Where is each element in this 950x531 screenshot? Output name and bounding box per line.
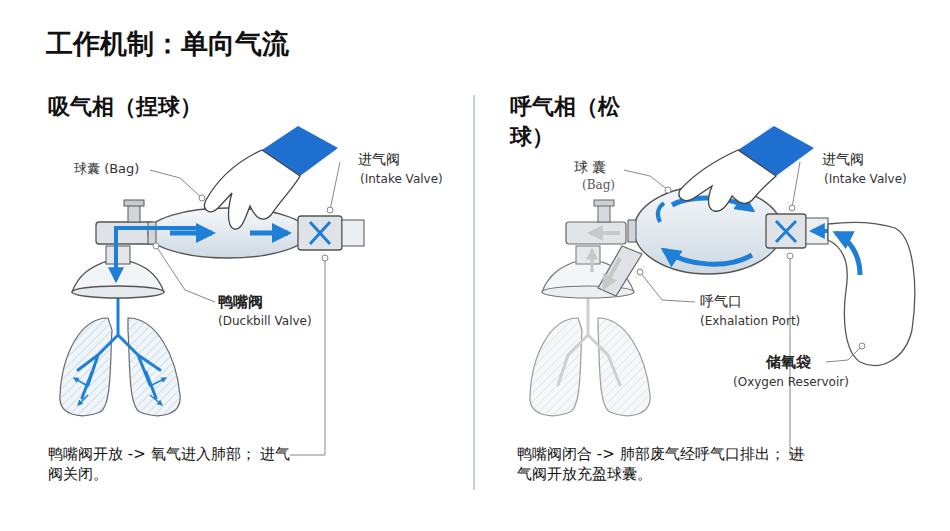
part-label: 鸭嘴阀 <box>218 292 263 312</box>
part-label: 球 囊 <box>574 158 606 177</box>
part-label: 球囊 (Bag) <box>74 160 139 178</box>
part-label-en: (Oxygen Reservoir) <box>733 374 849 390</box>
part-label: 呼气口 <box>700 292 742 311</box>
note-text: 鸭嘴阀闭合 -> 肺部废气经呼气口排出； 进气阀开放充盈球囊。 <box>517 444 809 485</box>
part-label: 进气阀 <box>358 150 400 169</box>
part-label-en: (Bag) <box>582 177 615 193</box>
part-label-en: (Intake Valve) <box>360 171 443 187</box>
exhalation-illustration <box>530 126 915 455</box>
divider <box>473 95 475 490</box>
part-label: 进气阀 <box>822 150 864 169</box>
panel-heading: 呼气相（松 球） <box>510 92 632 151</box>
inhalation-illustration <box>60 126 364 455</box>
note-text: 鸭嘴阀开放 -> 氧气进入肺部； 进气阀关闭。 <box>48 444 293 485</box>
part-label-en: (Exhalation Port) <box>700 313 800 329</box>
title: 工作机制：单向气流 <box>46 26 289 62</box>
part-label: 储氧袋 <box>766 352 811 372</box>
part-label-en: (Duckbill Valve) <box>218 313 312 329</box>
part-label-en: (Intake Valve) <box>824 171 907 187</box>
panel-heading: 吸气相（捏球） <box>48 92 202 122</box>
